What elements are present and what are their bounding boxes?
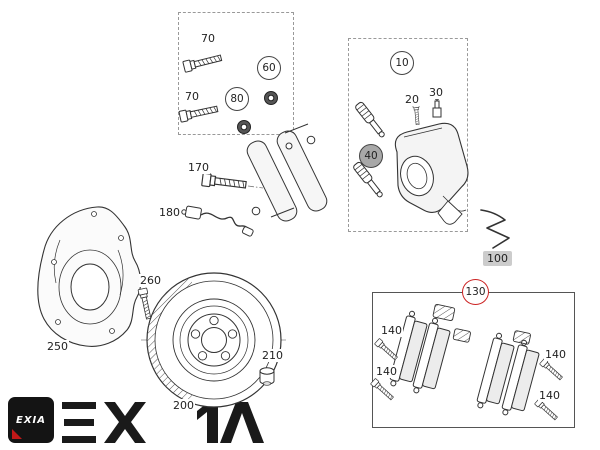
bolt-70-upper-drawing — [182, 51, 223, 73]
part-label-140-d: 140 — [538, 389, 561, 402]
screw-260-drawing — [137, 287, 154, 320]
part-label-70-upper: 70 — [200, 32, 216, 45]
part-label-200: 200 — [172, 399, 195, 412]
group-box-mounting-hardware — [178, 12, 294, 135]
part-label-210: 210 — [261, 349, 284, 362]
part-label-170: 170 — [187, 161, 210, 174]
carrier-bracket-drawing — [246, 123, 328, 222]
part-label-30: 30 — [428, 86, 444, 99]
bolt-170-drawing — [201, 172, 264, 192]
part-label-20: 20 — [404, 93, 420, 106]
brand-logo: EXIA — [8, 397, 54, 443]
watermark-letters — [62, 400, 264, 443]
caliper-drawing — [394, 122, 469, 225]
part-callout-80: 80 — [225, 87, 249, 111]
part-label-180: 180 — [158, 206, 181, 219]
brand-logo-accent — [12, 429, 22, 439]
seal-ring-60-drawing — [264, 91, 278, 105]
retaining-spring-drawing — [480, 209, 510, 249]
part-label-250: 250 — [46, 340, 69, 353]
pad-clip-drawings — [432, 303, 531, 345]
part-callout-10: 10 — [390, 51, 414, 75]
brake-disc-drawing — [141, 272, 289, 408]
bolt-70-lower-drawing — [178, 103, 219, 123]
group-box-caliper-kit — [348, 38, 468, 232]
bleeder-valve-30-drawing — [432, 95, 442, 118]
part-label-260: 260 — [139, 274, 162, 287]
part-label-100: 100 — [483, 251, 512, 266]
part-callout-60: 60 — [257, 56, 281, 80]
screw-20-drawing — [412, 103, 421, 126]
part-callout-130: 130 — [462, 279, 489, 305]
seal-ring-80-drawing — [237, 120, 251, 134]
guide-pin-upper-drawing — [353, 100, 388, 140]
part-label-70-lower: 70 — [184, 90, 200, 103]
brand-logo-text: EXIA — [15, 414, 46, 426]
part-label-140-a: 140 — [380, 324, 403, 337]
part-label-140-b: 140 — [375, 365, 398, 378]
part-label-140-c: 140 — [544, 348, 567, 361]
splash-shield-drawing — [37, 206, 142, 347]
part-callout-40: 40 — [359, 144, 383, 168]
wear-sensor-drawing — [181, 205, 254, 237]
cap-210-drawing — [259, 367, 275, 386]
